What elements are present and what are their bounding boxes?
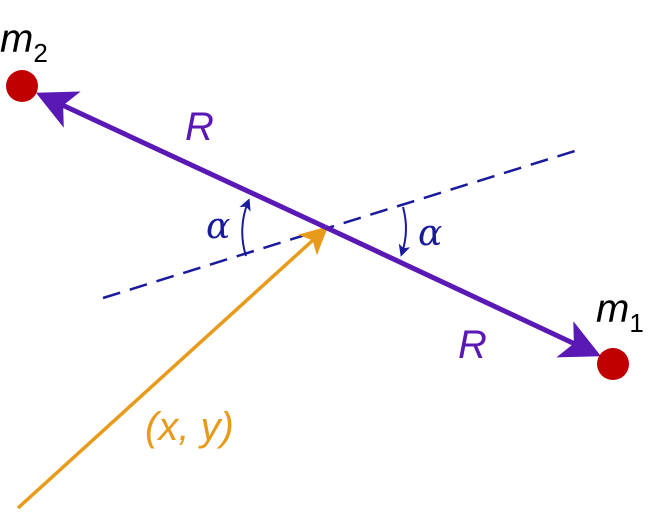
label-m1: m1 [596, 287, 644, 338]
mass-m1-dot [597, 348, 629, 380]
label-alpha-right: α [418, 213, 442, 254]
mass-m2-dot [6, 70, 38, 102]
label-r-upper: R [185, 105, 214, 149]
reference-axis-dashed [102, 148, 579, 300]
label-position: (x, y) [145, 405, 234, 449]
angle-arc-left [239, 198, 251, 257]
separation-vector-to-m2 [35, 91, 327, 230]
label-r-lower: R [458, 323, 487, 367]
separation-vector-to-m1 [323, 224, 602, 358]
position-vector [16, 226, 329, 510]
label-m2: m2 [0, 17, 48, 68]
angle-arc-right [398, 206, 411, 257]
label-alpha-left: α [206, 206, 230, 247]
